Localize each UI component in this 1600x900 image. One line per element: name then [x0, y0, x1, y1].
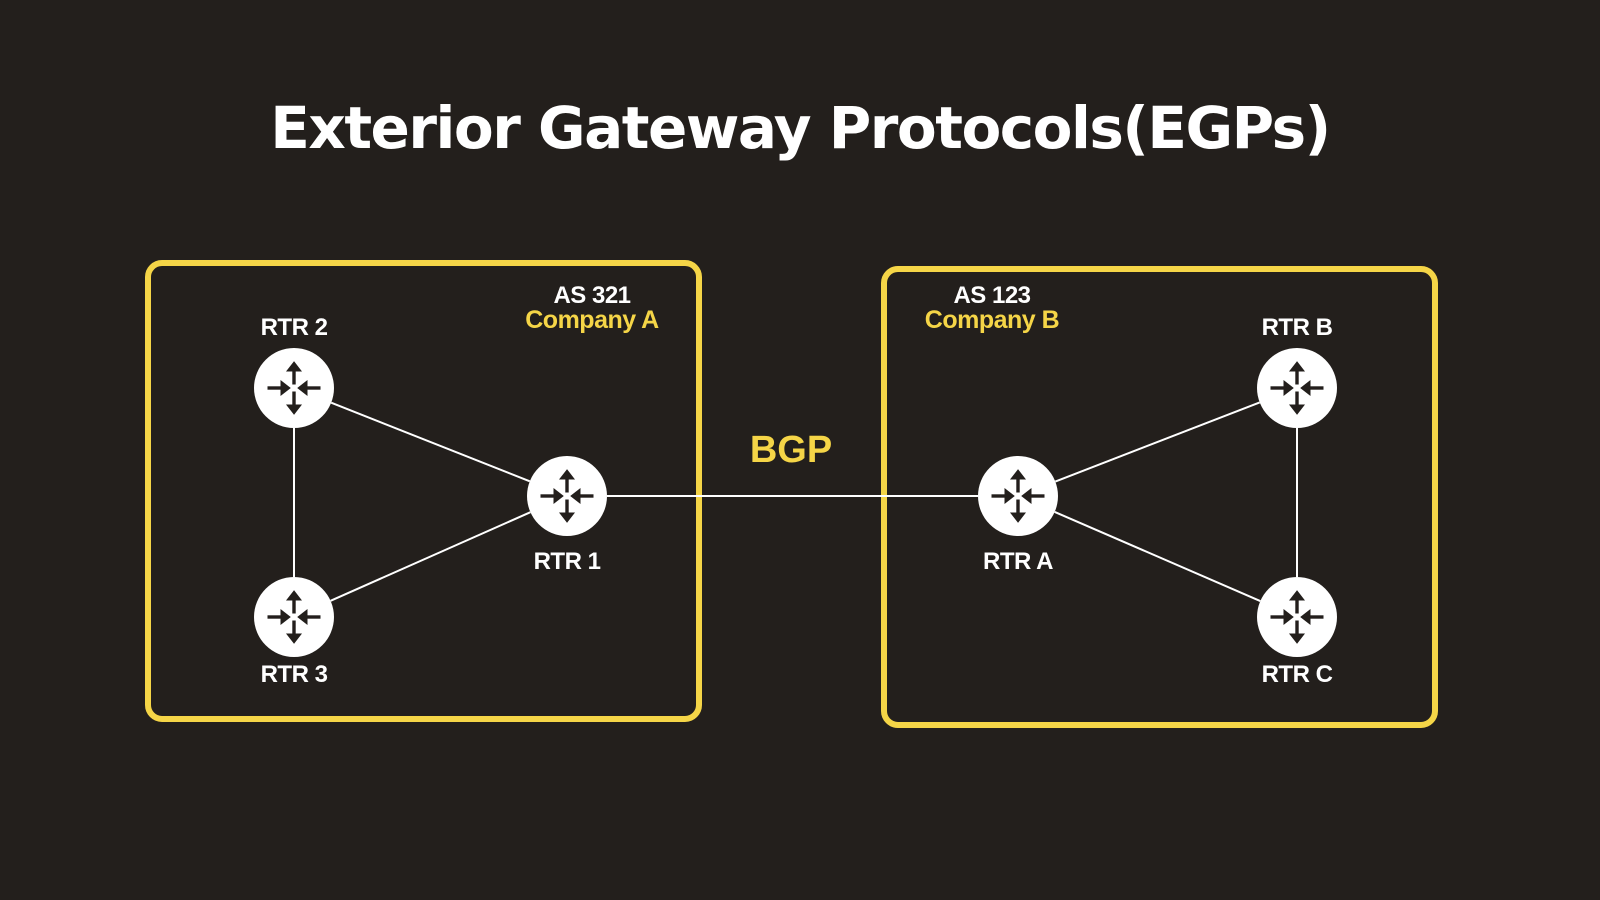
company-name-a: Company A	[525, 306, 659, 334]
router-arrows-glyph	[267, 361, 321, 415]
router-rtrb: RTR B	[1257, 314, 1337, 428]
router-icon	[254, 348, 334, 428]
router-rtrc: RTR C	[1257, 577, 1337, 688]
as-box-company-a	[145, 260, 702, 722]
router-label-rtr3: RTR 3	[261, 661, 328, 688]
router-rtra: RTR A	[978, 456, 1058, 575]
link-rtra-rtrb	[1054, 401, 1261, 483]
router-arrows-glyph	[267, 590, 321, 644]
router-label-rtrb: RTR B	[1262, 314, 1333, 341]
router-arrows-glyph	[1270, 361, 1324, 415]
as-number-company-a: AS 321	[553, 282, 630, 309]
router-label-rtrc: RTR C	[1262, 661, 1333, 688]
bgp-label: BGP	[750, 429, 832, 471]
as-number-company-b: AS 123	[953, 282, 1030, 309]
router-arrows-glyph	[540, 469, 594, 523]
router-icon	[254, 577, 334, 657]
router-arrows-glyph	[1270, 590, 1324, 644]
router-rtr3: RTR 3	[254, 577, 334, 688]
router-rtr1: RTR 1	[527, 456, 607, 575]
links-layer	[293, 401, 1298, 603]
link-rtr3-rtr1	[330, 511, 531, 602]
router-label-rtr2: RTR 2	[261, 314, 328, 341]
router-rtr2: RTR 2	[254, 314, 334, 428]
page-title: Exterior Gateway Protocols(EGPs)	[270, 94, 1329, 162]
router-icon	[1257, 348, 1337, 428]
link-rtr2-rtr1	[330, 401, 531, 483]
router-label-rtr1: RTR 1	[534, 548, 601, 575]
router-label-rtra: RTR A	[983, 548, 1053, 575]
router-icon	[527, 456, 607, 536]
router-icon	[1257, 577, 1337, 657]
company-name-b: Company B	[925, 306, 1059, 334]
link-rtra-rtrc	[1054, 510, 1261, 603]
router-arrows-glyph	[991, 469, 1045, 523]
router-icon	[978, 456, 1058, 536]
routers-layer: RTR 1 RTR 2 RTR 3 RTR A RTR B RTR C	[254, 314, 1337, 688]
